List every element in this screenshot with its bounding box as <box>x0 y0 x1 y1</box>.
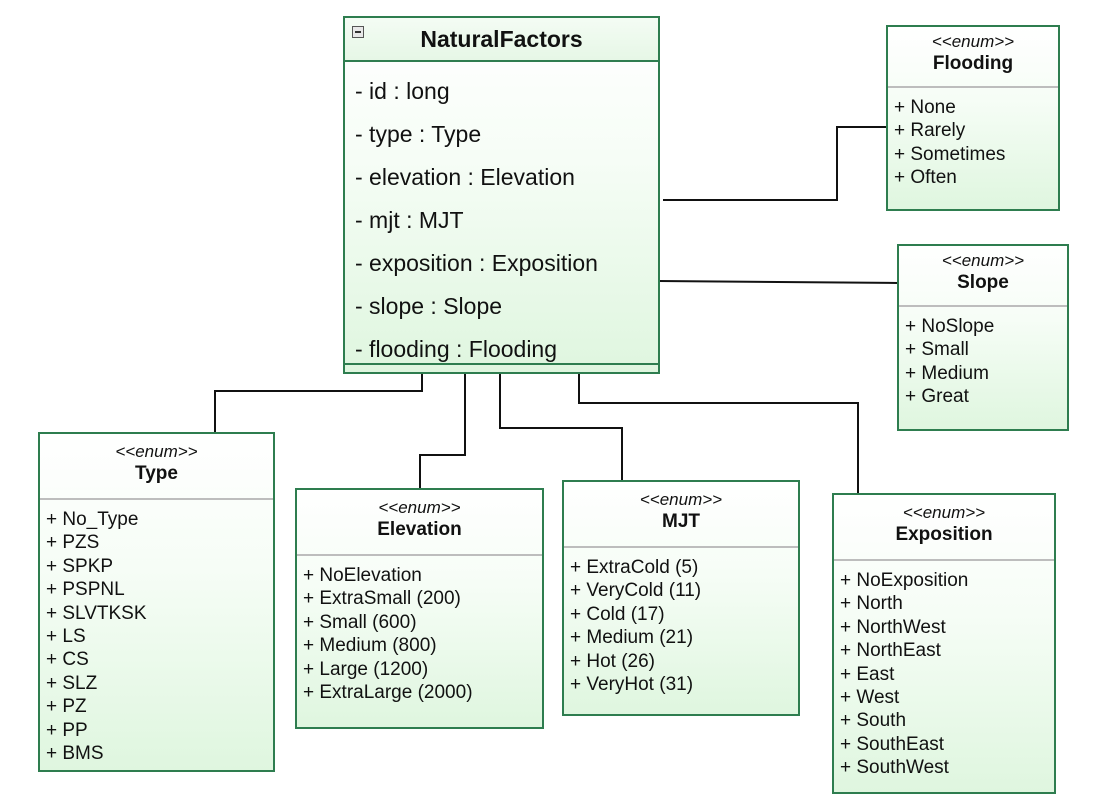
stereotype-label: <<enum>> <box>639 490 723 509</box>
enum-literal: + Small (600) <box>303 611 417 633</box>
enum-literal: + Medium (800) <box>303 635 437 657</box>
divider <box>888 86 1058 88</box>
literal-list: + None + Rarely + Sometimes + Often <box>888 88 1058 190</box>
attribute: - id : long <box>355 78 450 104</box>
enum-header: <<enum>> Slope <box>899 246 1067 305</box>
enum-mjt[interactable]: <<enum>> MJT + ExtraCold (5) + VeryCold … <box>562 480 800 716</box>
enum-literal: + NoExposition <box>840 570 969 591</box>
stereotype-label: <<enum>> <box>902 503 986 522</box>
enum-literal: + Rarely <box>894 120 966 142</box>
stereotype-label: <<enum>> <box>378 498 461 517</box>
enum-literal: + Large (1200) <box>303 658 429 680</box>
enum-literal: + SouthWest <box>840 757 949 779</box>
attribute: - slope : Slope <box>355 293 503 319</box>
enum-literal: + BMS <box>46 743 104 765</box>
enum-slope[interactable]: <<enum>> Slope + NoSlope + Small + Mediu… <box>897 244 1069 431</box>
enum-literal: + PSPNL <box>46 579 125 601</box>
enum-literal: + ExtraSmall (200) <box>303 588 461 610</box>
enum-literal: + SLVTKSK <box>46 602 147 624</box>
enum-literal: + Often <box>894 167 957 189</box>
enum-type[interactable]: <<enum>> Type + No_Type + PZS + SPKP + P… <box>38 432 275 772</box>
enum-name: Type <box>135 463 178 484</box>
enum-literal: + No_Type <box>46 509 139 530</box>
enum-exposition[interactable]: <<enum>> Exposition + NoExposition + Nor… <box>832 493 1056 794</box>
enum-literal: + CS <box>46 649 89 671</box>
class-name: NaturalFactors <box>420 26 583 52</box>
enum-literal: + Small <box>905 339 969 361</box>
enum-literal: + ExtraCold (5) <box>570 557 699 578</box>
enum-literal: + VeryCold (11) <box>570 580 702 602</box>
connector-type <box>214 373 423 433</box>
enum-literal: + Cold (17) <box>570 603 665 625</box>
enum-literal: + NoSlope <box>905 316 995 337</box>
enum-literal: + PZS <box>46 532 100 554</box>
stereotype-label: <<enum>> <box>941 251 1025 270</box>
enum-literal: + None <box>894 97 956 118</box>
attribute: - elevation : Elevation <box>355 164 575 190</box>
enum-literal: + Hot (26) <box>570 650 656 672</box>
attribute: - exposition : Exposition <box>355 250 598 276</box>
enum-header: <<enum>> Flooding <box>888 27 1058 86</box>
enum-literal: + PP <box>46 719 88 741</box>
enum-name: Slope <box>957 272 1009 293</box>
enum-literal: + NorthWest <box>840 616 946 638</box>
enum-header: <<enum>> Exposition <box>834 495 1054 559</box>
enum-header: <<enum>> Type <box>40 434 273 498</box>
enum-elevation[interactable]: <<enum>> Elevation + NoElevation + Extra… <box>295 488 544 729</box>
attribute: - mjt : MJT <box>355 207 464 233</box>
enum-name: MJT <box>662 511 700 532</box>
divider <box>899 305 1067 307</box>
enum-header: <<enum>> Elevation <box>297 490 542 554</box>
enum-literal: + SouthEast <box>840 733 945 755</box>
connector-exposition <box>578 373 859 494</box>
enum-literal: + South <box>840 710 907 732</box>
enum-literal: + NorthEast <box>840 640 941 662</box>
enum-literal: + LS <box>46 626 86 648</box>
connector-flooding <box>663 126 887 201</box>
enum-literal: + VeryHot (31) <box>570 674 694 696</box>
divider <box>297 554 542 556</box>
attribute: - flooding : Flooding <box>355 336 558 362</box>
enum-header: <<enum>> MJT <box>564 482 798 546</box>
literal-list: + ExtraCold (5) + VeryCold (11) + Cold (… <box>564 548 798 696</box>
enum-literal: + NoElevation <box>303 565 422 586</box>
enum-literal: + West <box>840 687 900 709</box>
literal-list: + NoElevation + ExtraSmall (200) + Small… <box>297 556 542 704</box>
literal-list: + NoSlope + Small + Medium + Great <box>899 307 1067 409</box>
divider <box>40 498 273 500</box>
connector-elevation <box>419 373 466 489</box>
enum-literal: + Great <box>905 386 969 408</box>
stereotype-label: <<enum>> <box>931 32 1015 51</box>
attribute: - type : Type <box>355 121 482 147</box>
attribute-list: - id : long - type : Type - elevation : … <box>345 62 658 371</box>
enum-literal: + East <box>840 663 895 685</box>
literal-list: + NoExposition + North + NorthWest + Nor… <box>834 561 1054 780</box>
enum-name: Exposition <box>895 524 993 545</box>
divider <box>564 546 798 548</box>
class-naturalfactors[interactable]: NaturalFactors - id : long - type : Type… <box>343 16 660 374</box>
enum-name: Flooding <box>932 53 1014 74</box>
enum-flooding[interactable]: <<enum>> Flooding + None + Rarely + Some… <box>886 25 1060 211</box>
literal-list: + No_Type + PZS + SPKP + PSPNL + SLVTKSK… <box>40 500 273 765</box>
enum-literal: + SLZ <box>46 672 98 694</box>
enum-literal: + Medium (21) <box>570 627 694 649</box>
enum-literal: + SPKP <box>46 555 114 577</box>
connector-slope <box>657 280 899 284</box>
divider <box>834 559 1054 561</box>
enum-literal: + North <box>840 593 903 615</box>
operations-compartment <box>345 363 658 372</box>
enum-literal: + ExtraLarge (2000) <box>303 682 473 704</box>
connector-mjt <box>499 373 623 481</box>
enum-name: Elevation <box>377 519 462 540</box>
enum-literal: + Medium <box>905 362 989 384</box>
enum-literal: + PZ <box>46 696 87 718</box>
enum-literal: + Sometimes <box>894 143 1006 165</box>
stereotype-label: <<enum>> <box>115 442 198 461</box>
collapse-icon[interactable] <box>352 26 364 38</box>
class-header: NaturalFactors <box>345 18 658 62</box>
